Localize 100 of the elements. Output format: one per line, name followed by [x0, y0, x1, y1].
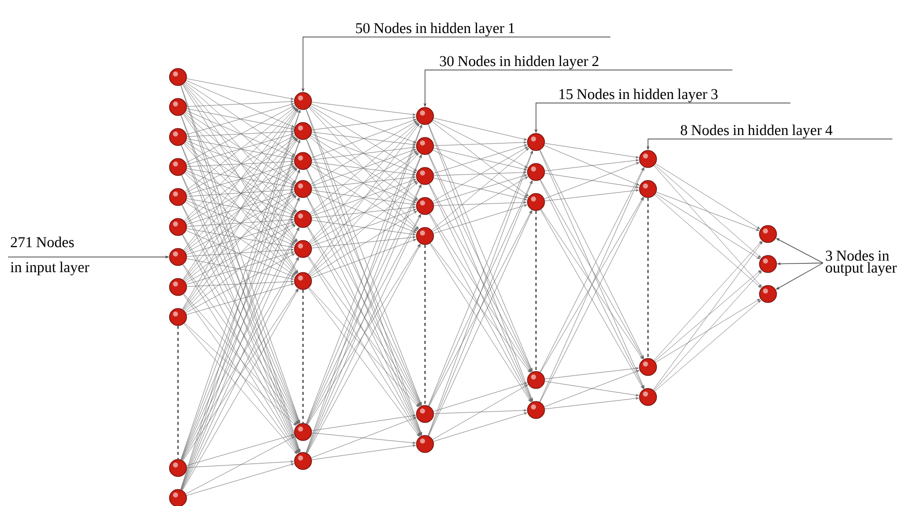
connection-arrow — [186, 100, 294, 107]
connection-arrow — [186, 160, 294, 167]
layer-label: 15 Nodes in hidden layer 3 — [560, 88, 718, 102]
neuron-circle — [639, 150, 657, 168]
connection-arrow — [312, 116, 416, 130]
connection-arrow — [310, 122, 418, 214]
connection-arrow — [430, 243, 532, 402]
neuron-circle — [169, 459, 187, 477]
neuron-circle — [527, 371, 545, 389]
neuron-circle — [169, 188, 187, 206]
dashed-line — [424, 244, 426, 406]
connection-arrow — [186, 135, 295, 194]
connection-arrow — [312, 190, 416, 206]
connection-arrow — [312, 146, 416, 160]
connection-arrow — [184, 224, 296, 312]
connection-arrow — [312, 236, 416, 248]
connection-arrow — [308, 107, 419, 230]
connection-arrow — [182, 138, 298, 310]
connection-arrow — [311, 134, 416, 173]
neuron-circle — [416, 405, 434, 423]
neuron-circle — [169, 489, 187, 506]
connection-arrow — [186, 165, 295, 224]
connection-arrow — [186, 463, 294, 496]
connection-arrow — [654, 164, 762, 258]
neuron-circle — [169, 278, 187, 296]
connection-arrow — [184, 294, 297, 425]
connection-arrow — [544, 189, 639, 202]
connection-arrow — [310, 106, 418, 200]
connection-arrow — [186, 193, 295, 253]
connection-arrow — [186, 280, 294, 287]
neuron-circle — [294, 92, 312, 110]
connection-arrow — [184, 136, 296, 222]
connection-arrow — [311, 104, 416, 143]
connection-arrow — [184, 83, 297, 212]
neuron-circle — [294, 240, 312, 258]
connection-arrow — [544, 162, 640, 200]
neuron-circle — [294, 423, 312, 441]
connection-arrow — [186, 221, 294, 255]
connection-arrow — [310, 152, 418, 244]
neuron-circle — [639, 358, 657, 376]
connection-arrow — [433, 204, 528, 234]
connection-arrow — [311, 164, 416, 203]
connection-arrow — [654, 194, 762, 288]
connection-arrow — [186, 188, 294, 197]
connection-arrow — [186, 140, 294, 186]
connection-arrow — [182, 109, 298, 310]
neuron-circle — [416, 137, 434, 155]
connection-arrow — [544, 143, 639, 158]
neuron-circle — [169, 158, 187, 176]
connection-arrow — [310, 150, 418, 215]
connection-arrow — [186, 223, 295, 283]
connection-arrow — [432, 120, 528, 168]
connection-arrow — [186, 218, 294, 227]
connection-arrow — [186, 283, 294, 315]
connection-arrow — [312, 432, 416, 444]
connection-arrow — [655, 298, 760, 363]
neuron-circle — [639, 388, 657, 406]
connection-arrow — [310, 136, 418, 230]
connection-arrow — [655, 163, 760, 230]
connection-arrow — [185, 202, 296, 276]
connection-arrow — [185, 112, 296, 184]
neuron-circle — [416, 107, 434, 125]
connection-arrow — [433, 412, 528, 442]
connection-arrow — [186, 198, 294, 218]
connection-arrow — [434, 409, 527, 414]
connection-arrow — [184, 196, 297, 311]
connection-arrow — [186, 133, 294, 165]
connection-arrow — [184, 323, 297, 454]
connection-arrow — [432, 121, 529, 196]
neuron-circle — [759, 255, 777, 273]
connection-arrow — [308, 288, 420, 437]
connection-arrow — [544, 173, 639, 188]
neuron-circle — [416, 197, 434, 215]
connection-arrow — [654, 300, 761, 392]
connection-arrow — [186, 436, 295, 494]
connection-arrow — [434, 141, 527, 146]
connection-arrow — [311, 417, 416, 458]
connection-arrow — [186, 251, 294, 285]
connection-arrow — [655, 194, 760, 260]
connection-arrow — [186, 138, 294, 160]
connection-arrow — [311, 178, 416, 216]
connection-arrow — [184, 82, 296, 183]
connection-arrow — [544, 397, 639, 410]
connection-arrow — [310, 210, 418, 277]
neuron-circle — [169, 218, 187, 236]
layer-label: 8 Nodes in hidden layer 4 — [680, 124, 832, 138]
neuron-circle — [527, 401, 545, 419]
connection-arrow — [186, 130, 294, 137]
neuron-circle — [639, 180, 657, 198]
connection-arrow — [430, 213, 532, 372]
connection-arrow — [430, 242, 530, 373]
neuron-circle — [169, 308, 187, 326]
connection-arrow — [183, 84, 298, 242]
connection-arrow — [186, 228, 294, 248]
connection-arrow — [544, 367, 639, 380]
connection-arrow — [433, 118, 527, 140]
connection-arrow — [312, 176, 416, 188]
connection-arrow — [186, 163, 294, 195]
connection-arrow — [184, 194, 296, 282]
connection-arrow — [186, 110, 294, 158]
